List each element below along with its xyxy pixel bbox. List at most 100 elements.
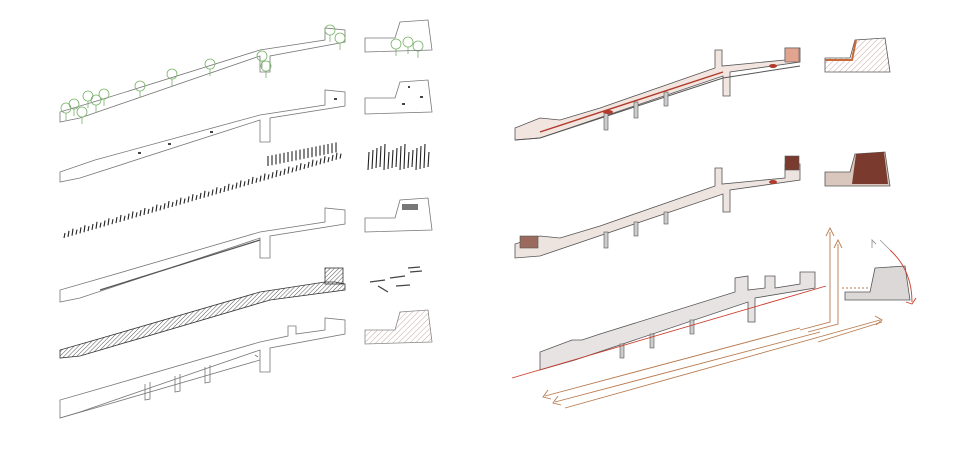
bollard bbox=[175, 199, 178, 206]
bollard bbox=[399, 145, 402, 171]
bollard bbox=[407, 151, 410, 169]
grey-detail-line bbox=[879, 239, 891, 251]
bollard bbox=[67, 230, 70, 237]
bollard bbox=[283, 168, 286, 175]
bollard bbox=[371, 149, 374, 170]
bollard bbox=[123, 215, 126, 221]
paving-outline bbox=[59, 207, 346, 303]
bollard bbox=[63, 232, 66, 239]
furniture-detail-outline bbox=[364, 79, 433, 115]
brown-block bbox=[784, 155, 800, 171]
bollard bbox=[115, 216, 118, 224]
bollard bbox=[171, 201, 174, 208]
vegetation-outline bbox=[59, 27, 346, 123]
bollard bbox=[87, 225, 90, 232]
bollard bbox=[327, 156, 330, 163]
tree-canopy bbox=[98, 88, 110, 100]
bollard bbox=[139, 210, 142, 217]
bollard bbox=[335, 152, 338, 160]
paving-inner-line bbox=[99, 239, 261, 291]
decking-end-block bbox=[324, 267, 344, 285]
red-marker bbox=[603, 110, 613, 114]
red-detail-outline bbox=[824, 37, 891, 73]
bollard bbox=[267, 174, 270, 180]
bollard-rows bbox=[63, 142, 342, 239]
tree-canopy bbox=[76, 106, 88, 118]
circulation-arrows bbox=[511, 232, 913, 409]
bollard bbox=[107, 218, 110, 226]
paving-detail-outline bbox=[364, 197, 433, 233]
layer-circulation bbox=[511, 226, 917, 409]
bollard bbox=[395, 147, 398, 168]
bollard bbox=[379, 145, 382, 168]
bollard bbox=[367, 151, 370, 171]
left-panel bbox=[59, 19, 433, 419]
bollard bbox=[203, 190, 206, 198]
bollard bbox=[243, 181, 246, 187]
bollard bbox=[255, 177, 258, 183]
bollard bbox=[211, 189, 214, 196]
arrowheads bbox=[542, 226, 917, 406]
tree-canopy bbox=[390, 38, 402, 50]
red-block bbox=[784, 47, 800, 63]
bollard bbox=[235, 182, 238, 189]
bollard bbox=[207, 191, 210, 197]
bollard bbox=[387, 151, 390, 170]
base-outline-lower bbox=[59, 359, 261, 419]
bollard bbox=[415, 147, 418, 171]
bollard bbox=[131, 211, 134, 219]
bollard bbox=[227, 183, 230, 191]
layer-surface-brown bbox=[514, 151, 891, 259]
vegetation-detail-outline bbox=[364, 19, 433, 53]
bollard bbox=[215, 187, 218, 195]
bollard bbox=[71, 228, 74, 236]
bollard bbox=[111, 219, 114, 225]
bollard bbox=[311, 159, 314, 167]
right-panel bbox=[511, 37, 917, 409]
bollard bbox=[239, 180, 242, 188]
bollard bbox=[419, 145, 422, 170]
base-piers bbox=[144, 354, 259, 401]
tree-canopy bbox=[402, 36, 414, 48]
bollard bbox=[95, 221, 98, 229]
layer-surface-red bbox=[514, 37, 891, 141]
red-detail-accent bbox=[825, 39, 857, 61]
bollard bbox=[323, 156, 326, 164]
brown-piers bbox=[603, 211, 669, 249]
bollard bbox=[319, 158, 322, 165]
bollard bbox=[179, 197, 182, 205]
bollard bbox=[91, 223, 94, 231]
bollard bbox=[75, 229, 78, 235]
bollard bbox=[183, 198, 186, 204]
bollard bbox=[299, 163, 302, 171]
red-deck-edge bbox=[539, 71, 724, 133]
bollard bbox=[167, 201, 170, 209]
layer-decking bbox=[59, 266, 423, 359]
bollard bbox=[251, 176, 254, 185]
bollard bbox=[199, 192, 202, 199]
decking-band bbox=[59, 281, 346, 359]
red-deck-front bbox=[514, 65, 801, 141]
tree-canopy bbox=[260, 60, 272, 72]
paving-detail-block bbox=[402, 204, 418, 210]
bollard bbox=[99, 222, 102, 228]
bollard bbox=[375, 147, 378, 169]
bollard bbox=[259, 175, 262, 182]
bollard bbox=[295, 165, 298, 172]
tree-canopy bbox=[256, 50, 268, 62]
grey-piers bbox=[619, 319, 695, 359]
bollard bbox=[143, 207, 146, 216]
bollard bbox=[291, 167, 294, 173]
bollard bbox=[411, 149, 414, 168]
bollard bbox=[271, 172, 274, 179]
tree-cluster bbox=[60, 24, 424, 124]
bollard bbox=[231, 184, 234, 190]
bollard bbox=[287, 166, 290, 174]
bollard bbox=[187, 196, 190, 203]
bollard bbox=[307, 161, 310, 168]
bollard bbox=[223, 185, 226, 193]
bollard bbox=[191, 194, 194, 202]
layer-street-furniture bbox=[59, 79, 433, 183]
